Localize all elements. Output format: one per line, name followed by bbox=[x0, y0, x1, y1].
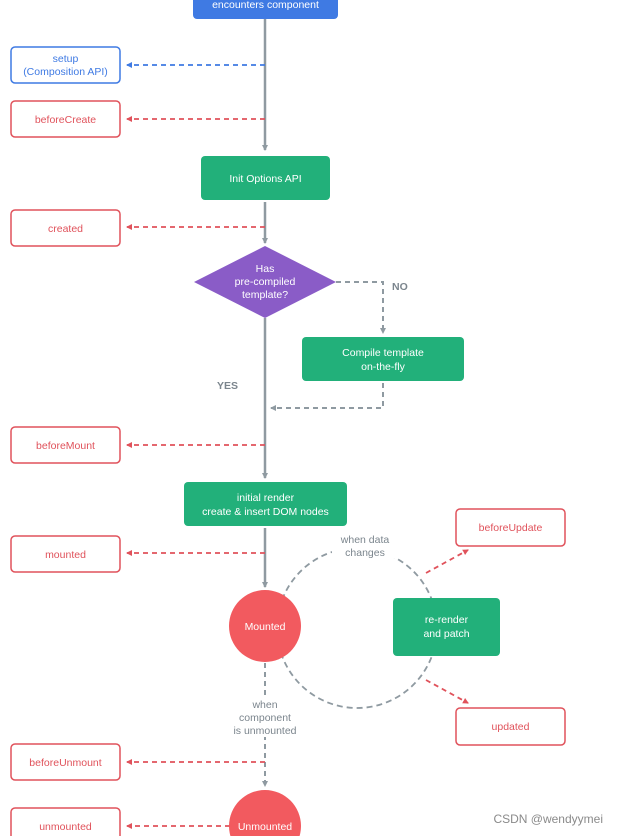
initial-render-step: initial render create & insert DOM nodes bbox=[184, 482, 347, 526]
unmount-label-backdrop bbox=[228, 697, 302, 737]
hook-arrows bbox=[126, 62, 469, 829]
mounted-hook-label: mounted bbox=[45, 549, 86, 561]
updated-hook: updated bbox=[455, 707, 566, 746]
before-update-label: beforeUpdate bbox=[479, 522, 543, 534]
data-changes-backdrop bbox=[332, 530, 398, 558]
no-label: NO bbox=[392, 281, 408, 293]
before-update-hook: beforeUpdate bbox=[455, 508, 566, 547]
data-changes-line1: when data bbox=[340, 534, 390, 546]
mounted-state-label: Mounted bbox=[245, 621, 286, 633]
before-unmount-hook: beforeUnmount bbox=[10, 743, 121, 781]
unmount-when-line3: is unmounted bbox=[233, 725, 296, 737]
updated-label: updated bbox=[492, 721, 530, 733]
render-line1: initial render bbox=[237, 492, 295, 504]
before-mount-hook: beforeMount bbox=[10, 426, 121, 464]
watermark: CSDN @wendyymei bbox=[493, 812, 603, 826]
before-unmount-label: beforeUnmount bbox=[29, 757, 101, 769]
start-box: encounters component bbox=[193, 0, 338, 19]
yes-label: YES bbox=[217, 380, 238, 392]
unmounted-state-label: Unmounted bbox=[238, 821, 292, 833]
init-options-step: Init Options API bbox=[201, 156, 330, 200]
template-decision: Has pre-compiled template? bbox=[194, 246, 336, 318]
unmounted-hook: unmounted bbox=[10, 807, 121, 836]
compile-line1: Compile template bbox=[342, 347, 424, 359]
setup-hook-line2: (Composition API) bbox=[23, 66, 108, 78]
setup-hook-line1: setup bbox=[53, 53, 79, 65]
before-create-label: beforeCreate bbox=[35, 114, 96, 126]
compile-template-step: Compile template on-the-fly bbox=[302, 337, 464, 381]
rerender-line1: re-render bbox=[425, 614, 469, 626]
setup-hook: setup (Composition API) bbox=[10, 46, 121, 84]
decision-line1: Has bbox=[256, 263, 275, 275]
mounted-state: Mounted bbox=[229, 590, 301, 662]
unmount-when-line2: component bbox=[239, 712, 291, 724]
no-branch-path bbox=[270, 281, 386, 411]
compile-line2: on-the-fly bbox=[361, 361, 406, 373]
unmounted-hook-label: unmounted bbox=[39, 821, 92, 833]
unmounted-state: Unmounted bbox=[229, 790, 301, 836]
unmount-when-line1: when bbox=[251, 699, 277, 711]
render-line2: create & insert DOM nodes bbox=[202, 506, 329, 518]
rerender-line2: and patch bbox=[423, 628, 469, 640]
rerender-step: re-render and patch bbox=[393, 598, 500, 656]
before-create-hook: beforeCreate bbox=[10, 100, 121, 138]
created-label: created bbox=[48, 223, 83, 235]
init-options-label: Init Options API bbox=[229, 173, 301, 185]
before-mount-label: beforeMount bbox=[36, 440, 95, 452]
mounted-hook: mounted bbox=[10, 535, 121, 573]
decision-line3: template? bbox=[242, 289, 288, 301]
created-hook: created bbox=[10, 209, 121, 247]
decision-line2: pre-compiled bbox=[235, 276, 296, 288]
data-changes-line2: changes bbox=[345, 547, 385, 559]
start-box-label: encounters component bbox=[212, 0, 319, 11]
